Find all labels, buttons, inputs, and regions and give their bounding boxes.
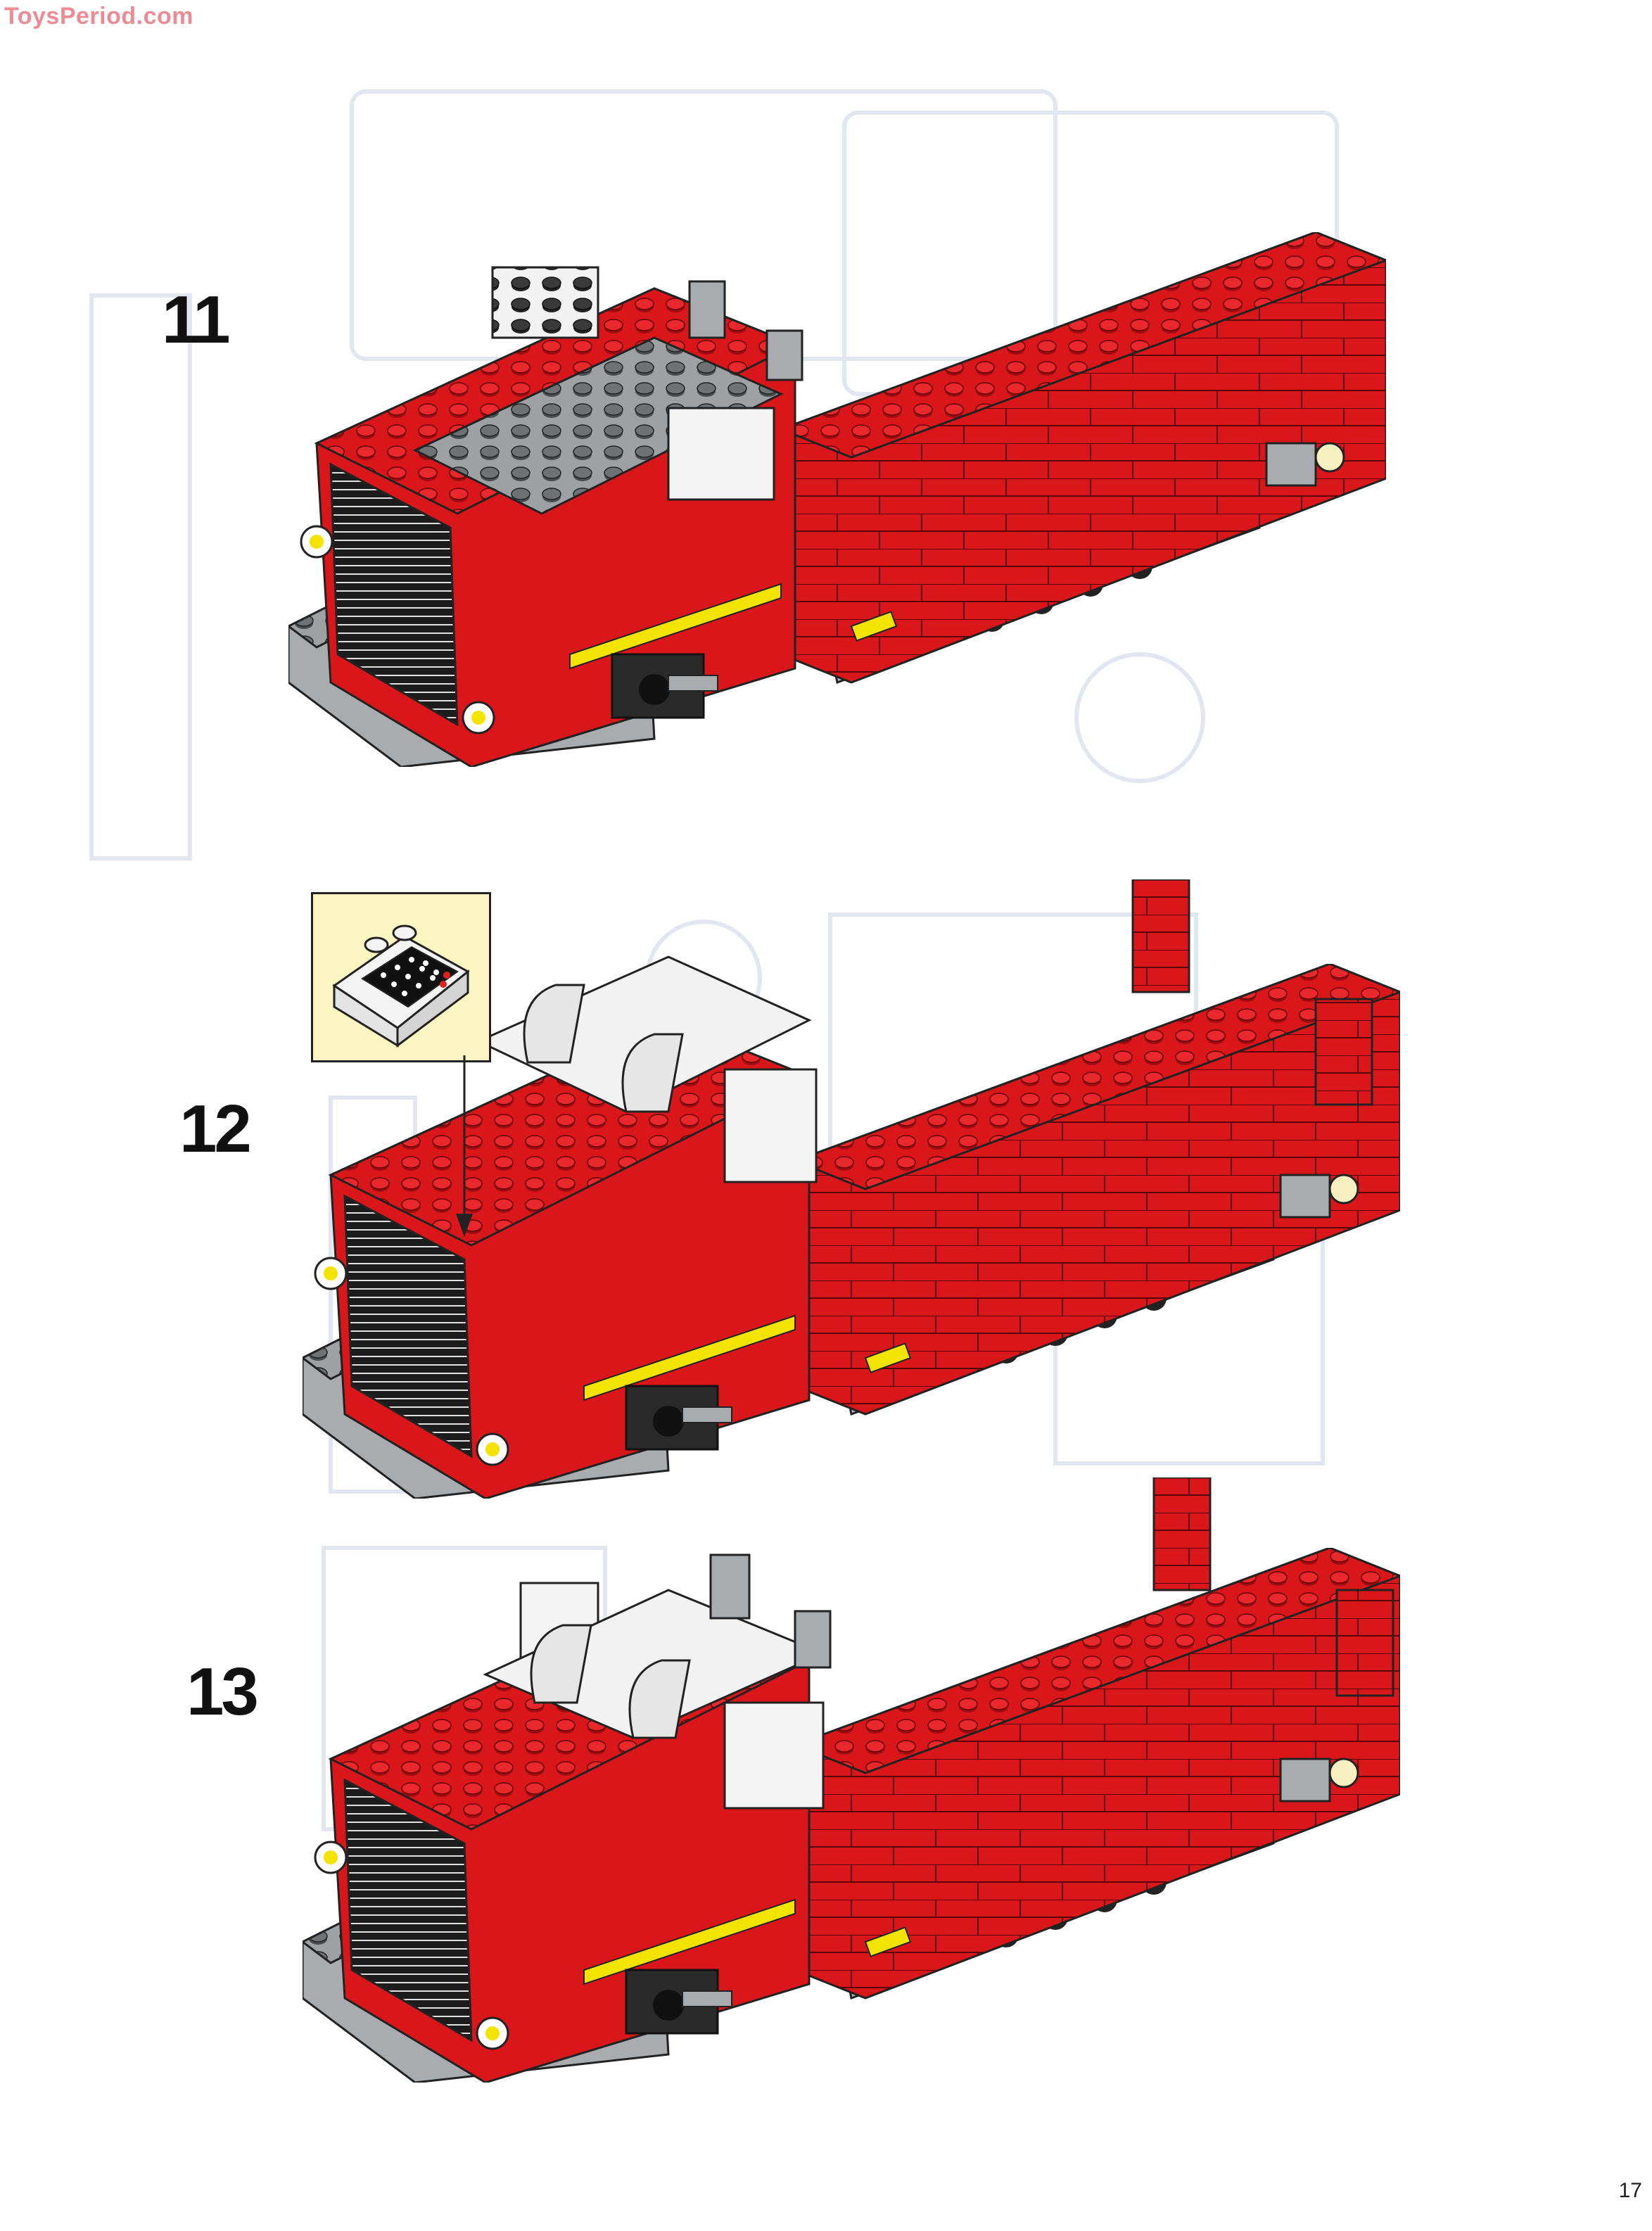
step-12-model: [303, 879, 1400, 1499]
callout-arrow: [456, 1055, 473, 1237]
control-panel-slope-brick-icon: [332, 924, 470, 1048]
step-13-model: [303, 1477, 1400, 2083]
step-11-model: [288, 232, 1386, 767]
watermark: ToysPeriod.com: [4, 3, 193, 30]
part-callout: [311, 892, 491, 1062]
step-number-13: 13: [186, 1654, 259, 1729]
page-number: 17: [1618, 2179, 1642, 2202]
step-number-12: 12: [179, 1091, 252, 1167]
step-number-11: 11: [162, 282, 231, 357]
